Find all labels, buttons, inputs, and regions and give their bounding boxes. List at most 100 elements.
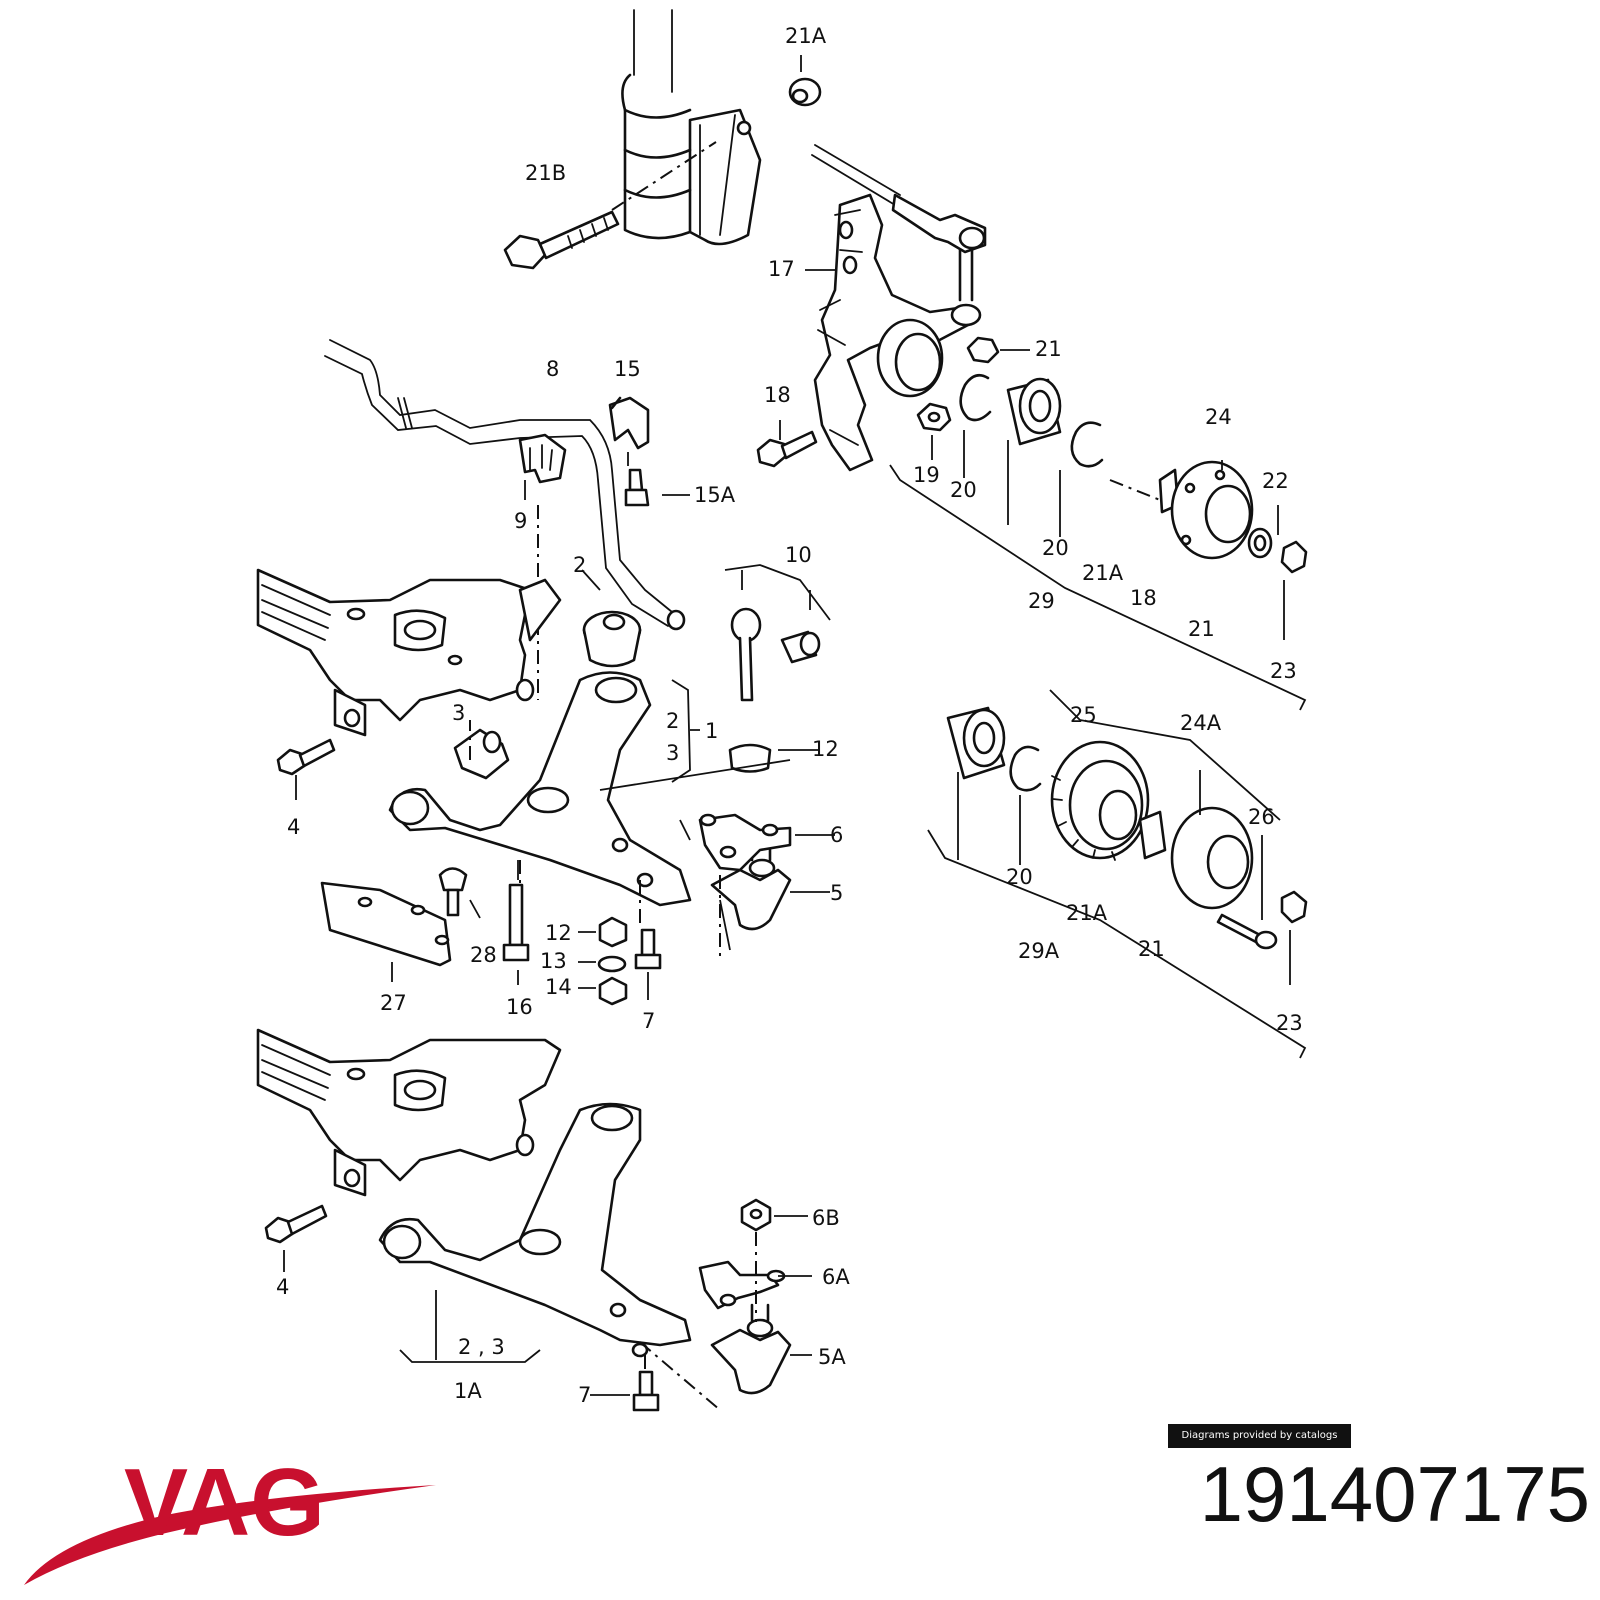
label-16: 16 xyxy=(506,995,533,1019)
label-9: 9 xyxy=(514,509,527,533)
part-number: 191407175 xyxy=(1199,1450,1590,1538)
label-22: 22 xyxy=(1262,469,1289,493)
control-arm-1A xyxy=(378,1102,692,1358)
axes-bottom xyxy=(639,1232,757,1411)
bracket-29 xyxy=(889,464,1307,711)
credit-badge: Diagrams provided by catalogs parts xyxy=(1168,1424,1351,1465)
label-6A: 6A xyxy=(822,1265,850,1289)
hub-nut-23-low xyxy=(1280,890,1308,924)
label-20-b: 20 xyxy=(1042,536,1069,560)
label-21A-low: 21A xyxy=(1066,901,1108,925)
label-21B: 21B xyxy=(525,161,566,185)
nut-21A-top xyxy=(788,77,822,107)
label-17: 17 xyxy=(768,257,795,281)
label-5: 5 xyxy=(830,881,843,905)
bush-9 xyxy=(518,433,567,484)
bracket-1 xyxy=(599,679,791,791)
label-7-top: 7 xyxy=(642,1009,655,1033)
label-21A-mid: 21A xyxy=(1082,561,1124,585)
label-15A: 15A xyxy=(694,483,736,507)
leaders-mid xyxy=(581,569,818,751)
bracket-27 xyxy=(320,881,452,967)
leaders-lower-fasteners xyxy=(295,775,649,1000)
link-10 xyxy=(730,607,821,702)
label-19: 19 xyxy=(913,463,940,487)
washer-22 xyxy=(1247,527,1273,559)
label-20-c: 20 xyxy=(1006,865,1033,889)
label-1: 1 xyxy=(705,719,718,743)
circlip-20-b xyxy=(1070,421,1104,468)
leader-joint-down xyxy=(719,899,731,951)
nut-14 xyxy=(598,976,628,1006)
label-1A: 1A xyxy=(454,1379,482,1403)
hub-24A xyxy=(1138,806,1254,910)
bolt-7-bottom xyxy=(632,1370,660,1412)
leaders-bottom xyxy=(283,1215,812,1396)
label-7-bottom: 7 xyxy=(578,1383,591,1407)
nut-19 xyxy=(916,402,952,432)
label-12-bottom: 12 xyxy=(545,921,572,945)
label-13: 13 xyxy=(540,949,567,973)
steering-knuckle-17 xyxy=(813,193,970,472)
label-21-mid: 21 xyxy=(1188,617,1215,641)
leaders-joint xyxy=(679,819,835,893)
label-24: 24 xyxy=(1205,405,1232,429)
label-15: 15 xyxy=(614,357,641,381)
nut-21 xyxy=(966,336,1000,364)
label-4-bottom: 4 xyxy=(276,1275,289,1299)
tie-rod-end xyxy=(811,144,987,327)
label-26: 26 xyxy=(1248,805,1275,829)
bracket-24A xyxy=(1049,689,1281,821)
subframe-lower xyxy=(256,1028,562,1197)
wheel-bearing xyxy=(1006,377,1062,446)
label-5A: 5A xyxy=(818,1345,846,1369)
plate-6A xyxy=(698,1260,786,1310)
label-14: 14 xyxy=(545,975,572,999)
label-29: 29 xyxy=(1028,589,1055,613)
bearing-lower xyxy=(946,706,1006,780)
circlip-20-a xyxy=(959,373,992,422)
label-21-low: 21 xyxy=(1138,937,1165,961)
label-18-mid: 18 xyxy=(1130,586,1157,610)
bolt-4-top xyxy=(276,738,336,776)
label-29A: 29A xyxy=(1018,939,1060,963)
strut-assembly xyxy=(621,9,762,246)
label-3-bush: 3 xyxy=(452,701,465,725)
leaders-hub-low xyxy=(957,770,1291,985)
label-18-bolt: 18 xyxy=(764,383,791,407)
plate-6 xyxy=(698,813,792,872)
subframe-upper xyxy=(256,568,562,737)
bolt-15A xyxy=(624,468,650,507)
label-23-top: 23 xyxy=(1270,659,1297,683)
axis-hub xyxy=(1109,479,1161,501)
bolt-16 xyxy=(502,883,530,962)
label-28: 28 xyxy=(470,943,497,967)
circlip-20-c xyxy=(1009,745,1042,792)
leaders-stab xyxy=(524,452,690,500)
label-27: 27 xyxy=(380,991,407,1015)
bolt-7-top xyxy=(634,928,662,970)
bracket-29A xyxy=(927,829,1307,1059)
label-2-top: 2 xyxy=(573,553,586,577)
abs-ring-25 xyxy=(1050,740,1150,861)
ball-joint-5 xyxy=(710,838,792,931)
label-2-3: 2 , 3 xyxy=(458,1335,505,1359)
stabiliser-bar-8 xyxy=(324,339,686,631)
washer-13 xyxy=(597,955,627,973)
label-2-mid: 2 xyxy=(666,709,679,733)
label-8: 8 xyxy=(546,357,559,381)
bracket-10 xyxy=(724,564,831,621)
control-arm-1 xyxy=(388,671,692,907)
label-12-right: 12 xyxy=(812,737,839,761)
hub-nut-23-top xyxy=(1280,540,1308,574)
bush-2-top xyxy=(582,610,642,668)
label-6B: 6B xyxy=(812,1206,840,1230)
screw-26 xyxy=(1216,913,1278,950)
bush-12-link xyxy=(728,743,772,773)
logo-swoosh xyxy=(24,1485,436,1585)
axis-21B xyxy=(611,141,717,211)
nut-6B xyxy=(740,1198,772,1232)
wheel-hub-24 xyxy=(1158,460,1254,560)
label-24A: 24A xyxy=(1180,711,1222,735)
